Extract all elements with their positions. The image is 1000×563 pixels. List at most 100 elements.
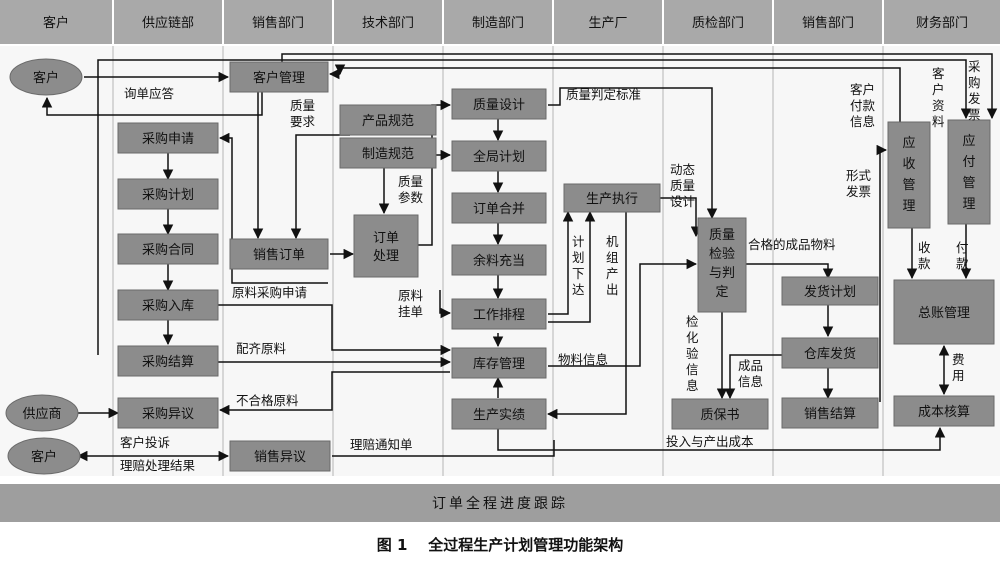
- order-processing-label-2: 处理: [373, 249, 399, 264]
- figure-caption: 图 1 全过程生产计划管理功能架构: [377, 536, 624, 554]
- label-costs-1: 费: [952, 352, 965, 367]
- lane-header-0: [0, 0, 112, 44]
- lane-header-5: [554, 0, 662, 44]
- label-unit-output-3: 产: [606, 266, 619, 281]
- order-processing-label-1: 订单: [373, 231, 399, 246]
- quality-certificate-box: [671, 398, 769, 430]
- surplus-fill-box: [451, 244, 547, 276]
- label-received-payment-1: 收: [918, 240, 931, 255]
- purchase-plan-box: [117, 178, 219, 210]
- receivable-mgmt-label-1: 应: [902, 135, 915, 151]
- purchase-contract-box: [117, 233, 219, 265]
- order-tracking-bar: [0, 484, 1000, 522]
- payable-mgmt-label-2: 付: [962, 155, 975, 170]
- label-customer-payment-2: 付款: [850, 98, 876, 113]
- customer-ellipse-top-label: 客户: [33, 70, 59, 86]
- label-inquiry-reply: 询单应答: [124, 86, 175, 101]
- lane-header-7: [774, 0, 882, 44]
- purchase-dispute-label: 采购异议: [142, 406, 194, 422]
- purchase-plan-label: 采购计划: [142, 187, 194, 203]
- production-exec-label: 生产执行: [586, 192, 638, 207]
- label-dynamic-design-1: 动态: [670, 162, 695, 177]
- customer-mgmt-box: [229, 61, 329, 93]
- label-inspection-info-3: 验: [686, 346, 699, 361]
- customer-mgmt-label: 客户管理: [253, 70, 305, 86]
- ledger-mgmt-box: [893, 279, 995, 345]
- quality-inspection-label-3: 与判: [709, 266, 735, 281]
- purchase-request-label: 采购申请: [142, 131, 194, 147]
- sales-dispute-label: 销售异议: [254, 449, 306, 465]
- label-quality-requirement-2: 要求: [290, 114, 316, 129]
- label-dynamic-design-2: 质量: [670, 178, 695, 193]
- work-scheduling-box: [451, 298, 547, 330]
- quality-certificate-label: 质保书: [700, 408, 739, 423]
- flow-labels: 询单应答 质量 要求 质量判定标准 客户 付款 信息 客 户 资 料 采 购 发…: [120, 59, 981, 473]
- cost-accounting-box: [893, 395, 995, 427]
- label-input-output-cost: 投入与产出成本: [666, 434, 754, 449]
- sales-settlement-box: [781, 397, 879, 429]
- label-finished-goods-2: 信息: [738, 374, 763, 389]
- label-dynamic-design-3: 设计: [670, 194, 695, 209]
- label-plan-issued-3: 下: [572, 266, 585, 281]
- payable-mgmt-label-4: 理: [962, 197, 975, 212]
- lane-header-2: [224, 0, 332, 44]
- purchase-inbound-label: 采购入库: [142, 298, 194, 314]
- label-customer-complaint: 客户投诉: [120, 435, 170, 450]
- label-quality-requirement-1: 质量: [290, 98, 315, 113]
- label-inspection-info-1: 检: [686, 314, 699, 329]
- production-results-label: 生产实绩: [473, 408, 525, 423]
- lane-title-finance: 财务部门: [916, 15, 968, 31]
- label-unit-output-2: 组: [606, 250, 619, 265]
- label-plan-issued-1: 计: [572, 234, 585, 249]
- label-quality-params-2: 参数: [398, 190, 424, 205]
- label-raw-material-listing-2: 挂单: [398, 304, 423, 319]
- label-formal-invoice-1: 形式: [846, 168, 872, 183]
- mfg-spec-label: 制造规范: [362, 147, 414, 162]
- lane-title-manufacturing: 制造部门: [472, 16, 524, 31]
- customer-ellipse-bottom-label: 客户: [31, 449, 57, 465]
- label-purchase-invoice-3: 发: [968, 91, 981, 106]
- lane-header-3: [334, 0, 442, 44]
- label-inspection-info-2: 化: [686, 330, 699, 345]
- label-qualified-products: 合格的成品物料: [748, 237, 836, 252]
- inventory-mgmt-label: 库存管理: [473, 356, 525, 372]
- lane-title-technical: 技术部门: [362, 16, 414, 31]
- label-customer-info-4: 料: [932, 114, 945, 129]
- label-raw-material-listing-1: 原料: [398, 288, 424, 303]
- label-purchase-invoice-1: 采: [968, 59, 981, 74]
- order-merge-label: 订单合并: [473, 202, 525, 217]
- label-payment-1: 付: [956, 240, 969, 255]
- shipping-plan-box: [781, 276, 879, 306]
- production-results-box: [451, 398, 547, 430]
- order-processing-box: [353, 214, 419, 278]
- flow-lines: [41, 53, 998, 462]
- purchase-settlement-label: 采购结算: [142, 354, 194, 370]
- customer-ellipse-bottom: [7, 437, 81, 475]
- label-customer-info-1: 客: [932, 66, 945, 81]
- label-costs-2: 用: [952, 368, 965, 383]
- sales-dispute-box: [229, 440, 331, 472]
- ellipses: 客户 供应商 客户: [5, 58, 83, 475]
- label-finished-goods-1: 成品: [738, 358, 763, 373]
- receivable-mgmt-label-2: 收: [902, 157, 915, 172]
- global-plan-label: 全局计划: [473, 149, 525, 165]
- label-nonconforming: 不合格原料: [236, 393, 299, 408]
- process-boxes: 客户管理 采购申请 采购计划 采购合同 采购入库 采购结算 采购异议 销售订单 …: [117, 61, 995, 472]
- label-unit-output-4: 出: [606, 282, 619, 297]
- receivable-mgmt-label-4: 理: [902, 199, 915, 214]
- label-assorted-materials: 配齐原料: [236, 341, 287, 356]
- shipping-plan-label: 发货计划: [804, 284, 856, 300]
- label-customer-payment-1: 客户: [850, 82, 875, 97]
- label-raw-material-request: 原料采购申请: [232, 285, 307, 300]
- label-unit-output-1: 机: [606, 234, 619, 249]
- lane-header-8: [884, 0, 1000, 44]
- label-received-payment-2: 款: [918, 256, 931, 271]
- quality-inspection-label-4: 定: [715, 285, 728, 300]
- label-claim-notice: 理赔通知单: [350, 437, 413, 452]
- label-purchase-invoice-4: 票: [968, 107, 981, 122]
- lane-title-sales: 销售部门: [252, 15, 304, 31]
- global-plan-box: [451, 140, 547, 172]
- mfg-spec-box: [339, 137, 437, 169]
- warehouse-shipping-box: [781, 337, 879, 369]
